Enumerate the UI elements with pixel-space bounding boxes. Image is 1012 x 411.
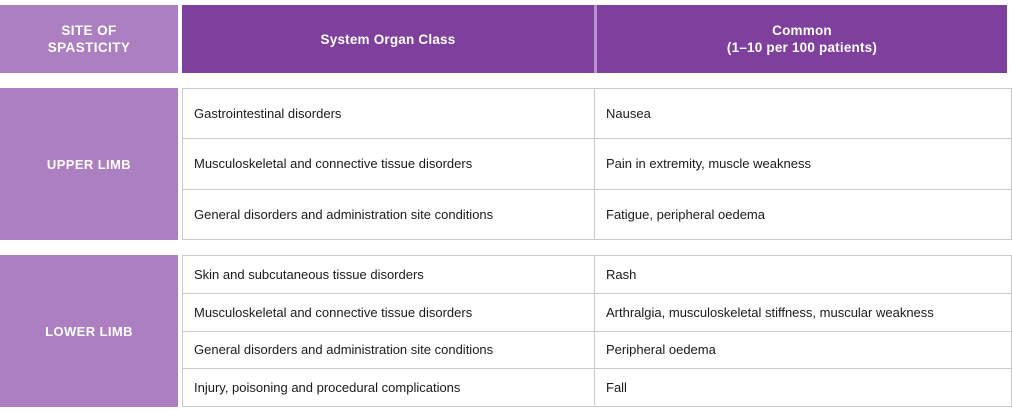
header-site-of-spasticity: SITE OF SPASTICITY bbox=[0, 5, 178, 73]
header-common-subtitle: (1–10 per 100 patients) bbox=[726, 40, 878, 55]
cell-common-reaction: Peripheral oedema bbox=[606, 342, 716, 358]
table-row: Musculoskeletal and connective tissue di… bbox=[183, 293, 1011, 332]
upper-limb-rows: Gastrointestinal disorders Nausea Muscul… bbox=[182, 88, 1012, 240]
cell-system-organ-class: Gastrointestinal disorders bbox=[183, 89, 595, 139]
table-header-row: SITE OF SPASTICITY System Organ Class Co… bbox=[0, 5, 1012, 73]
section-upper-limb: UPPER LIMB Gastrointestinal disorders Na… bbox=[0, 88, 1012, 240]
cell-common-reaction: Fatigue, peripheral oedema bbox=[606, 206, 765, 222]
cell-system-organ-class: Injury, poisoning and procedural complic… bbox=[183, 369, 595, 406]
header-site-line-1: SITE OF bbox=[61, 23, 117, 38]
header-system-organ-class: System Organ Class bbox=[182, 5, 594, 73]
header-common: Common (1–10 per 100 patients) bbox=[597, 5, 1007, 73]
limb-gap-spacer-upper bbox=[178, 88, 182, 240]
limb-label-upper: UPPER LIMB bbox=[0, 88, 178, 240]
limb-label-lower: LOWER LIMB bbox=[0, 255, 178, 407]
header-system-organ-class-label: System Organ Class bbox=[320, 31, 456, 47]
table-row: General disorders and administration sit… bbox=[183, 189, 1011, 240]
table-row: General disorders and administration sit… bbox=[183, 331, 1011, 370]
cell-common-reaction: Arthralgia, musculoskeletal stiffness, m… bbox=[606, 304, 934, 320]
limb-label-lower-text: LOWER LIMB bbox=[45, 323, 133, 339]
table-row: Skin and subcutaneous tissue disorders R… bbox=[183, 256, 1011, 294]
header-common-title: Common bbox=[772, 23, 832, 38]
limb-label-upper-text: UPPER LIMB bbox=[46, 156, 132, 172]
cell-system-organ-class: General disorders and administration sit… bbox=[183, 331, 595, 369]
table-row: Musculoskeletal and connective tissue di… bbox=[183, 139, 1011, 190]
limb-gap-spacer-lower bbox=[178, 255, 182, 407]
cell-common-reaction: Pain in extremity, muscle weakness bbox=[606, 156, 811, 172]
header-gap-spacer bbox=[178, 5, 182, 73]
header-site-line-2: SPASTICITY bbox=[47, 40, 131, 55]
cell-common-reaction: Fall bbox=[606, 380, 627, 396]
section-lower-limb: LOWER LIMB Skin and subcutaneous tissue … bbox=[0, 255, 1012, 407]
cell-system-organ-class: Musculoskeletal and connective tissue di… bbox=[183, 293, 595, 331]
lower-limb-rows: Skin and subcutaneous tissue disorders R… bbox=[182, 255, 1012, 407]
cell-common-reaction: Rash bbox=[606, 266, 637, 282]
table-row: Injury, poisoning and procedural complic… bbox=[183, 369, 1011, 407]
cell-system-organ-class: General disorders and administration sit… bbox=[183, 189, 595, 239]
cell-common-reaction: Nausea bbox=[606, 106, 651, 122]
cell-system-organ-class: Skin and subcutaneous tissue disorders bbox=[183, 256, 595, 293]
header-column-divider bbox=[594, 5, 597, 73]
cell-system-organ-class: Musculoskeletal and connective tissue di… bbox=[183, 139, 595, 189]
table-row: Gastrointestinal disorders Nausea bbox=[183, 89, 1011, 140]
